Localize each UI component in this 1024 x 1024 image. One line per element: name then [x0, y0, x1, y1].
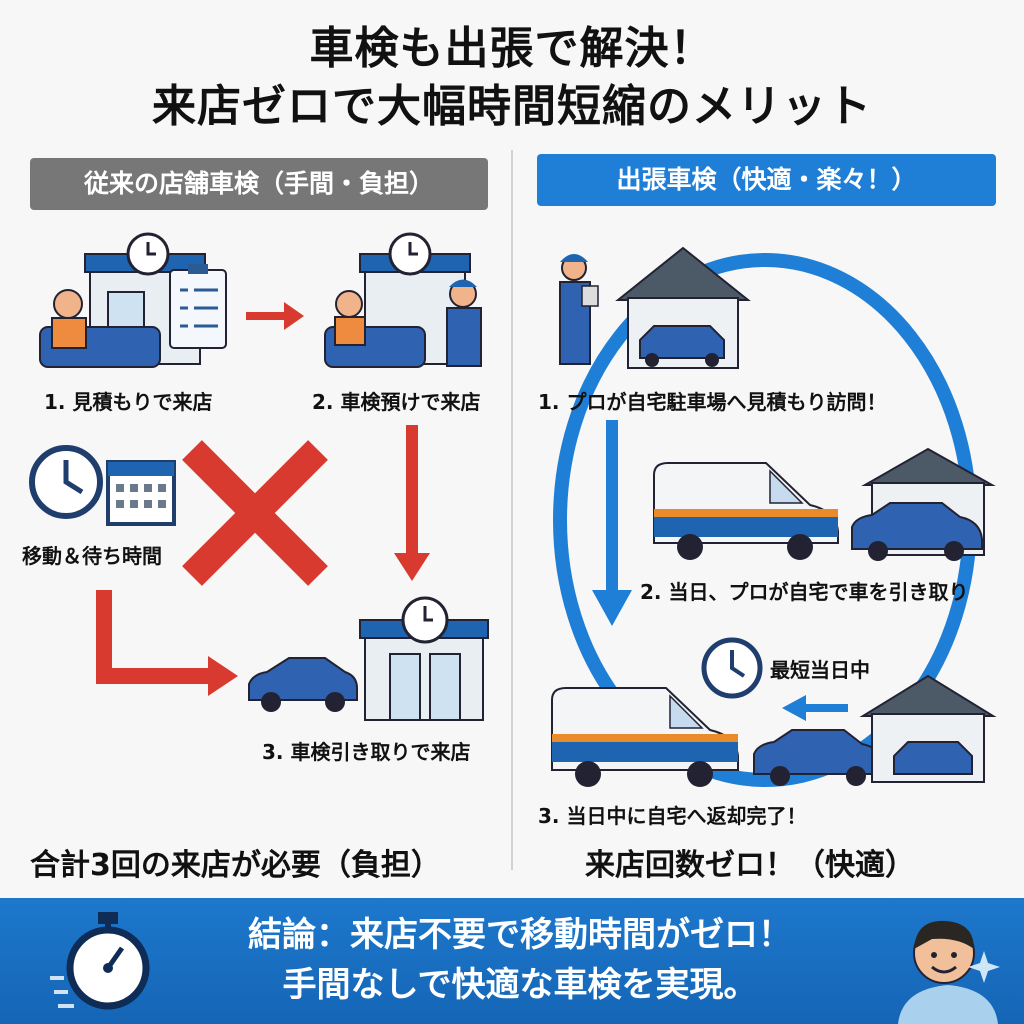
title-line-1: 車検も出張で解決！	[309, 23, 715, 74]
red-x-mark	[182, 440, 328, 586]
red-elbow-arrow	[96, 590, 238, 696]
right-step-3-label: 3. 当日中に自宅へ返却完了！	[538, 804, 807, 828]
van-pickup-illustration	[653, 447, 996, 561]
blue-arrow-left	[782, 695, 848, 721]
conclusion-banner	[0, 898, 1024, 1024]
column-divider	[511, 150, 513, 870]
red-arrow-right	[246, 302, 304, 330]
clock-calendar-icon	[29, 445, 176, 526]
smiling-person-avatar	[898, 920, 1000, 1024]
wait-time-label: 移動＆待ち時間	[22, 544, 162, 568]
blue-arrow-down	[592, 420, 632, 626]
left-summary: 合計3回の来店が必要（負担）	[30, 848, 441, 883]
shop-with-car-illustration	[248, 596, 489, 721]
shop-with-clipboard-illustration	[39, 232, 227, 368]
right-header: 出張車検（快適・楽々！）	[537, 154, 996, 206]
clock-icon	[701, 637, 763, 699]
left-header: 従来の店舗車検（手間・負担）	[30, 158, 488, 210]
right-step-1-label: 1. プロが自宅駐車場へ見積もり訪問！	[538, 390, 887, 414]
van-return-illustration	[551, 674, 997, 787]
fastest-same-day-label: 最短当日中	[770, 658, 870, 682]
conclusion-line-2: 手間なしで快適な車検を実現。	[282, 965, 758, 1005]
mechanic-garage-illustration	[559, 246, 751, 369]
stopwatch-icon	[50, 912, 150, 1010]
left-step-1-label: 1. 見積もりで来店	[44, 390, 213, 414]
left-step-2-label: 2. 車検預けで来店	[312, 390, 481, 414]
shop-with-mechanic-illustration	[324, 232, 482, 368]
right-step-2-label: 2. 当日、プロが自宅で車を引き取り	[640, 580, 969, 604]
title-line-2: 来店ゼロで大幅時間短縮のメリット	[152, 81, 872, 132]
conclusion-text: 結論：来店不要で移動時間がゼロ！ 手間なしで快適な車検を実現。	[210, 910, 830, 1010]
left-step-3-label: 3. 車検引き取りで来店	[262, 740, 471, 764]
right-summary: 来店回数ゼロ！（快適）	[585, 848, 915, 883]
red-arrow-down	[394, 425, 430, 581]
conclusion-line-1: 結論：来店不要で移動時間がゼロ！	[248, 915, 792, 955]
